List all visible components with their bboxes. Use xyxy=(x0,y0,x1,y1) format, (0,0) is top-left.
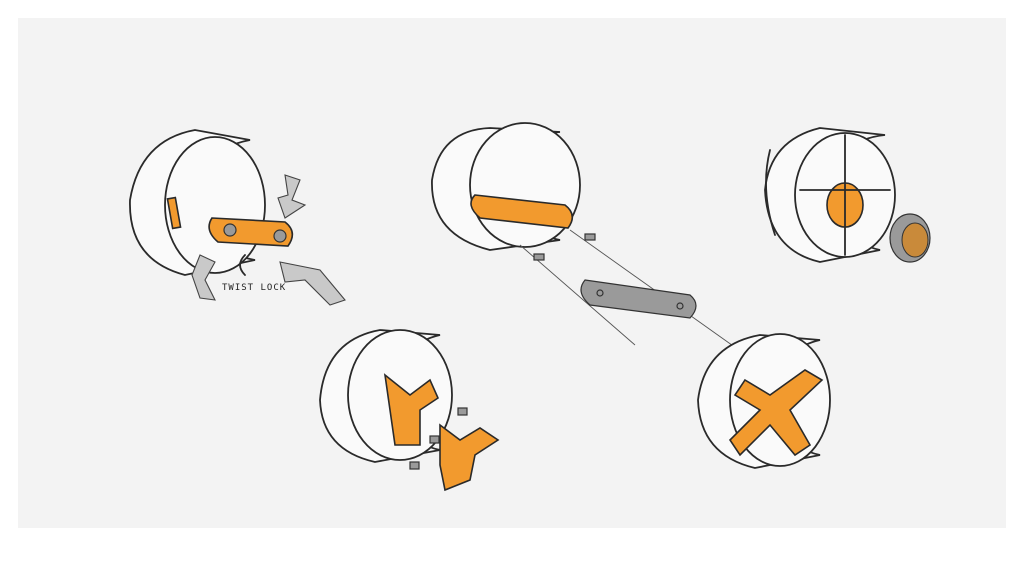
wheel-y-spoke xyxy=(319,329,500,492)
twist-lock-annotation: TWIST LOCK xyxy=(222,283,287,293)
wheel-twist-lock xyxy=(129,129,346,306)
wheel-bar-hub xyxy=(431,122,761,366)
wheel-x-spoke xyxy=(697,333,831,469)
wheel-cap xyxy=(764,127,931,263)
